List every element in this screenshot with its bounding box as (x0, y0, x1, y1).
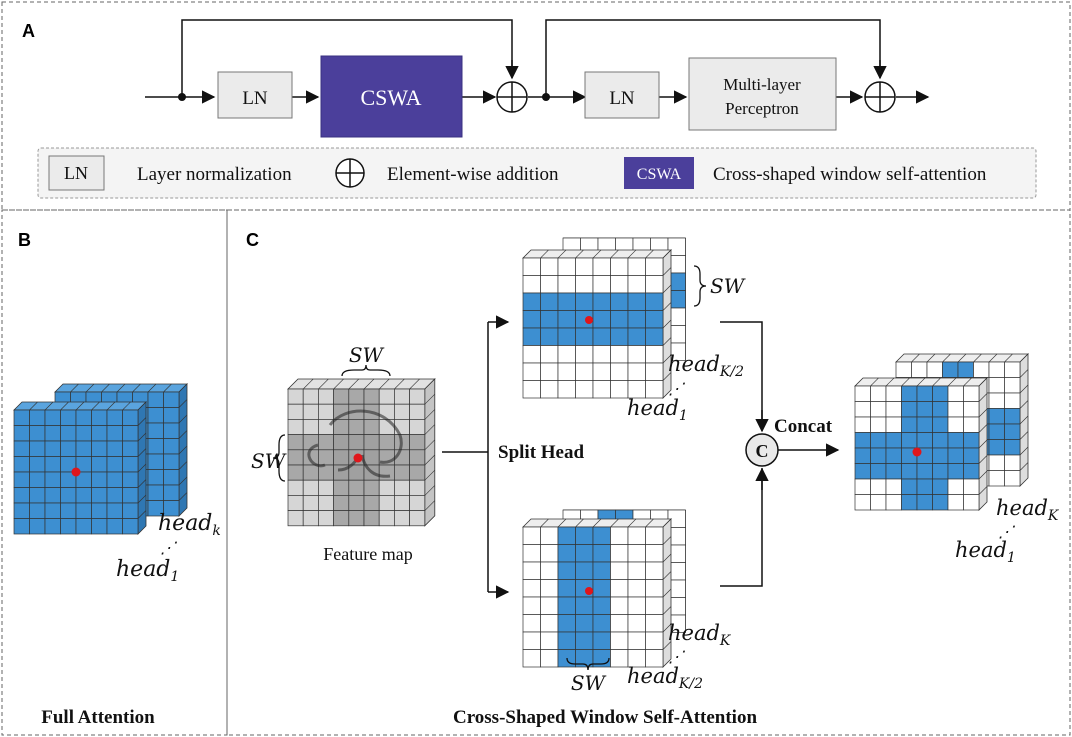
block-diagram (145, 19, 930, 104)
panel-b-letter: B (18, 230, 31, 250)
concat-label: Concat (774, 416, 833, 437)
feature-map-pattern (307, 409, 403, 478)
legend-cswa-box (624, 157, 694, 189)
cswa-label: CSWA (360, 85, 421, 110)
feature-map-caption: Feature map (323, 544, 412, 564)
bottom-dots: ⋰ (668, 647, 686, 666)
cswa-box: CSWA (320, 55, 463, 138)
legend-cswa-text: Cross-shaped window self-attention (713, 164, 987, 185)
split-arrows (442, 315, 510, 599)
panel-b-border (1, 209, 228, 736)
cswa-grids (287, 237, 1029, 668)
legend-ln-box (48, 155, 105, 191)
full-attention-stack (13, 383, 188, 535)
sw-feature-left-brace (272, 434, 286, 482)
sw-bottom-brace (566, 657, 610, 671)
feature-map-center-dot (353, 453, 363, 463)
bottom-front-layer (522, 518, 672, 668)
concat-arrows (720, 321, 840, 587)
concat-symbol: C (756, 441, 769, 461)
ln-box-2: LN (584, 71, 660, 119)
ln-label-1: LN (242, 88, 268, 109)
bottom-dot (585, 587, 593, 595)
full-head-k: headk (158, 511, 221, 539)
full-head-1: head1 (116, 557, 179, 585)
concat-node: C (745, 433, 779, 467)
feature-map-grid (287, 378, 436, 527)
panel-c-border (226, 209, 1071, 736)
panel-a-letter: A (22, 21, 35, 41)
out-head-k: headK (996, 496, 1060, 524)
legend-ln-box-label: LN (64, 163, 88, 183)
mlp-label-line2: Perceptron (725, 99, 799, 118)
top-dots: ⋰ (668, 379, 686, 398)
out-dots: ⋰ (998, 522, 1016, 541)
add-node-2 (864, 81, 896, 113)
full-attention-caption: Full Attention (41, 707, 155, 728)
branch-dot-2 (542, 93, 550, 101)
legend-plus-text: Element-wise addition (387, 164, 559, 185)
top-front-layer (522, 249, 672, 399)
sw-bottom: SW (571, 671, 607, 695)
top-dot (585, 316, 593, 324)
legend: LN Layer normalization Element-wise addi… (37, 147, 1037, 199)
sw-top-right-brace (693, 265, 707, 307)
ln-label-2: LN (609, 88, 635, 109)
output-front-layer (854, 377, 988, 511)
bottom-head-k: headK (668, 621, 732, 649)
bottom-head-k2: headK/2 (627, 664, 703, 692)
sw-feature-top: SW (349, 343, 385, 367)
top-head-k2: headK/2 (668, 352, 744, 380)
branch-dot-1 (178, 93, 186, 101)
ln-box-1: LN (217, 71, 293, 119)
legend-ln-text: Layer normalization (137, 164, 292, 185)
full-attention-dot (71, 467, 81, 477)
cswa-caption: Cross-Shaped Window Self-Attention (453, 707, 757, 728)
split-head-label: Split Head (498, 442, 584, 463)
add-node-1 (496, 81, 528, 113)
mlp-label-line1: Multi-layer (723, 75, 801, 94)
full-dots: ⋰ (160, 538, 178, 557)
sw-top-right: SW (710, 274, 746, 298)
full-attention-front-layer (13, 401, 147, 535)
top-head-1: head1 (627, 396, 688, 424)
legend-plus-icon (335, 158, 365, 188)
out-head-1: head1 (955, 538, 1016, 566)
legend-cswa-box-label: CSWA (637, 166, 682, 183)
mlp-box: Multi-layer Perceptron (688, 57, 837, 131)
panel-c-letter: C (246, 230, 259, 250)
sw-feature-left: SW (251, 449, 287, 473)
output-dot (912, 447, 922, 457)
sw-feature-top-brace (341, 364, 391, 377)
